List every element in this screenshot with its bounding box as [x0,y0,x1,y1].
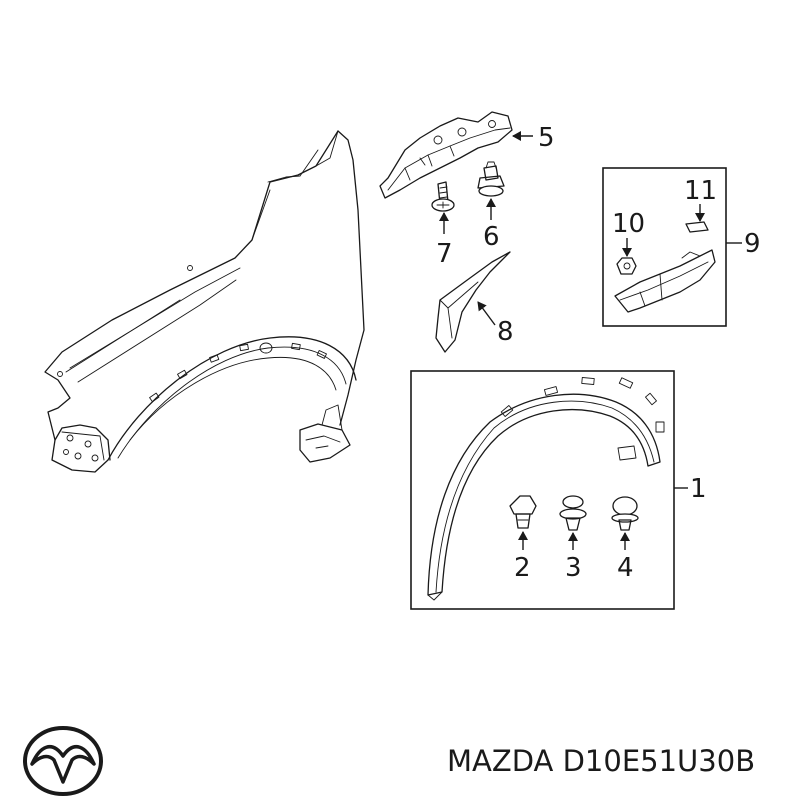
callout-5: 5 [538,123,555,153]
part-8-wedge [435,251,511,353]
front-fender-panel [44,130,365,473]
callout-3: 3 [565,553,582,583]
part-7-screw [431,181,455,212]
callout-1: 1 [690,474,707,504]
callout-11: 11 [684,176,717,206]
group-9-box [602,167,727,327]
part-number-label: MAZDA D10E51U30B [447,744,756,778]
part-6-clip [477,161,505,197]
callout-2: 2 [514,553,531,583]
mazda-logo-icon [23,726,103,796]
callout-4: 4 [617,553,634,583]
callout-9: 9 [744,229,761,259]
callout-7: 7 [436,239,453,269]
part-5-bracket [379,111,513,199]
callout-10: 10 [612,209,645,239]
callout-6: 6 [483,222,500,252]
callout-arrows [439,131,742,550]
callout-8: 8 [497,317,514,347]
group-1-box [410,370,675,610]
